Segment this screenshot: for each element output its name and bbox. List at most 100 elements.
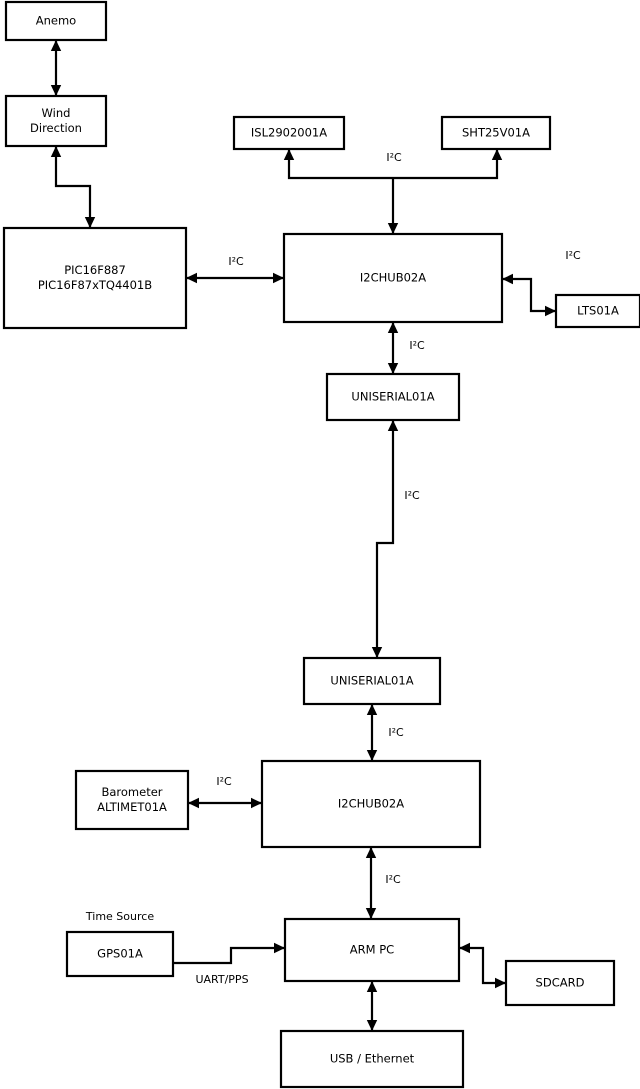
node-label: USB / Ethernet — [330, 1052, 415, 1066]
arrow-head-start — [50, 146, 62, 157]
node-lts[interactable]: LTS01A — [554, 293, 640, 329]
node-gps[interactable]: GPS01A — [65, 930, 175, 978]
node-sdcard[interactable]: SDCARD — [504, 959, 616, 1007]
arrow-head-start — [366, 981, 378, 992]
edge-path — [375, 420, 395, 658]
edge-label: I²C — [228, 255, 244, 268]
node-hub_bot[interactable]: I2CHUB02A — [260, 759, 482, 849]
arrow-head-end — [50, 85, 62, 96]
node-label: UNISERIAL01A — [351, 390, 434, 404]
node-label: Barometer — [101, 785, 162, 799]
edge-path — [502, 277, 556, 313]
node-box[interactable] — [2, 226, 188, 330]
edge-hubtop-isl-sht: I²C — [283, 149, 503, 180]
node-box[interactable] — [4, 94, 108, 148]
node-box[interactable] — [282, 232, 504, 324]
node-label: Wind — [42, 106, 71, 120]
node-box[interactable] — [554, 293, 640, 329]
node-hub_top[interactable]: I2CHUB02A — [282, 232, 504, 324]
arrow-head-end — [366, 750, 378, 761]
node-isl[interactable]: ISL2902001A — [232, 115, 346, 151]
node-label: Anemo — [36, 14, 76, 28]
node-label: GPS01A — [97, 947, 143, 961]
node-armpc[interactable]: ARM PC — [283, 917, 461, 983]
node-uniserial_bot[interactable]: UNISERIAL01A — [302, 656, 442, 706]
node-sht[interactable]: SHT25V01A — [440, 115, 552, 151]
node-label: I2CHUB02A — [360, 271, 426, 285]
edge-label: I²C — [404, 489, 420, 502]
edges-layer: I²C I²C I²C I²C I²C I²C I²C I²C UART/PPS — [50, 40, 581, 1031]
edge-barometer-hubbot: I²C — [188, 775, 262, 809]
arrow-head-start — [387, 322, 399, 333]
edge-uniserialtop-uniserialbot: I²C — [371, 420, 420, 658]
node-box[interactable] — [232, 115, 346, 151]
node-label: ALTIMET01A — [97, 800, 167, 814]
arrow-head-end — [274, 942, 285, 954]
node-label: UNISERIAL01A — [330, 674, 413, 688]
edge-label: I²C — [388, 726, 404, 739]
arrow-head-end — [251, 797, 262, 809]
edge-hubbot-armpc: I²C — [365, 847, 401, 919]
arrow-head-start — [186, 272, 197, 284]
label-time-source: Time Source — [85, 910, 154, 923]
edge-armpc-sdcard — [459, 942, 506, 989]
arrow-head-end — [365, 908, 377, 919]
node-uniserial_top[interactable]: UNISERIAL01A — [325, 372, 461, 422]
edge-gps-armpc: UART/PPS — [173, 942, 285, 986]
node-label: I2CHUB02A — [338, 797, 404, 811]
node-usbeth[interactable]: USB / Ethernet — [279, 1029, 465, 1089]
arrow-head-start — [387, 420, 399, 431]
node-box[interactable] — [440, 115, 552, 151]
edge-label: UART/PPS — [195, 973, 248, 986]
edge-anemo-wind — [50, 40, 62, 96]
arrow-head-end — [387, 223, 399, 234]
edge-wind-pic — [50, 146, 96, 228]
arrow-head-end — [495, 977, 506, 989]
node-box[interactable] — [283, 917, 461, 983]
edge-hubtop-lts: I²C — [502, 249, 581, 317]
node-label: PIC16F87xTQ4401B — [38, 278, 152, 292]
edge-label: I²C — [386, 151, 402, 164]
arrow-head-end — [371, 647, 383, 658]
edge-path — [173, 946, 285, 965]
edge-uniserialbot-hubbot: I²C — [366, 704, 404, 761]
edge-path — [459, 946, 506, 985]
node-box[interactable] — [302, 656, 442, 706]
arrow-head-end — [545, 305, 556, 317]
node-box[interactable] — [65, 930, 175, 978]
node-label: SDCARD — [536, 976, 585, 990]
arrow-head-start — [502, 273, 513, 285]
node-box[interactable] — [4, 0, 108, 42]
node-box[interactable] — [74, 769, 190, 831]
arrow-head-end — [84, 217, 96, 228]
arrow-head-end — [273, 272, 284, 284]
node-anemo[interactable]: Anemo — [4, 0, 108, 42]
node-label: ISL2902001A — [251, 126, 327, 140]
arrow-head-start — [365, 847, 377, 858]
arrow-head-start — [459, 942, 470, 954]
node-box[interactable] — [279, 1029, 465, 1089]
free-labels-layer: Time Source — [85, 910, 154, 923]
edge-label: I²C — [565, 249, 581, 262]
arrow-head-start — [188, 797, 199, 809]
node-box[interactable] — [260, 759, 482, 849]
node-box[interactable] — [504, 959, 616, 1007]
edge-label: I²C — [409, 339, 425, 352]
edge-label: I²C — [385, 873, 401, 886]
arrow-head-start — [366, 704, 378, 715]
node-label: LTS01A — [577, 304, 619, 318]
node-label: Direction — [30, 121, 82, 135]
edge-hubtop-uniserialtop: I²C — [387, 322, 425, 374]
edge-pic-hubtop: I²C — [186, 255, 284, 284]
node-box[interactable] — [325, 372, 461, 422]
arrow-head-end — [387, 363, 399, 374]
node-label: ARM PC — [350, 943, 394, 957]
edge-armpc-usbeth — [366, 981, 378, 1031]
arrow-head-end — [491, 149, 503, 160]
